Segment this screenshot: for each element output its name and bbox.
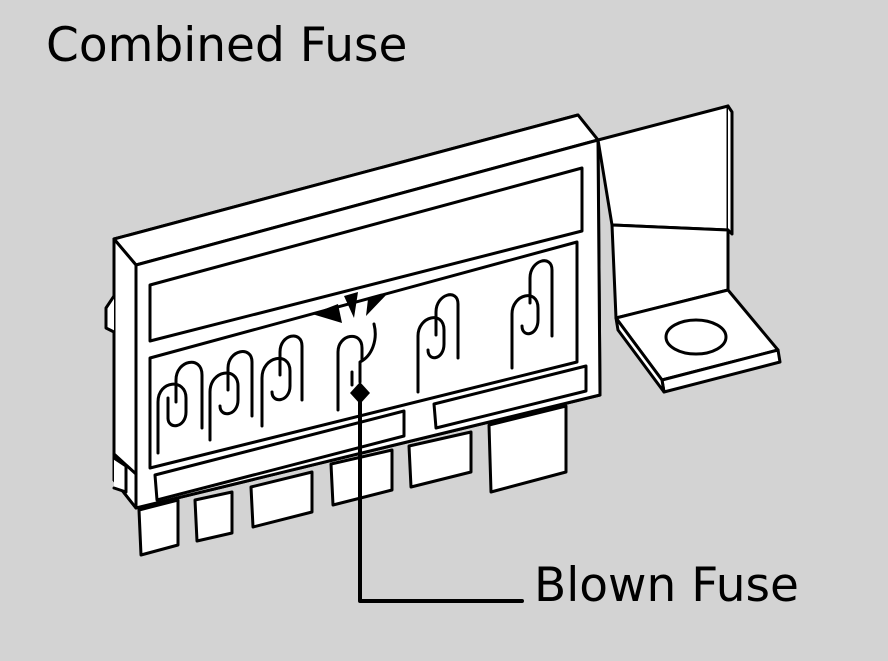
- diagram-title: Combined Fuse: [46, 18, 408, 73]
- bolt-hole: [664, 318, 728, 356]
- spark-icon: [312, 292, 388, 323]
- callout-marker-icon: [350, 382, 370, 404]
- callout-label: Blown Fuse: [534, 558, 799, 613]
- callout-leader: [350, 382, 524, 603]
- fusible-links: [156, 259, 554, 455]
